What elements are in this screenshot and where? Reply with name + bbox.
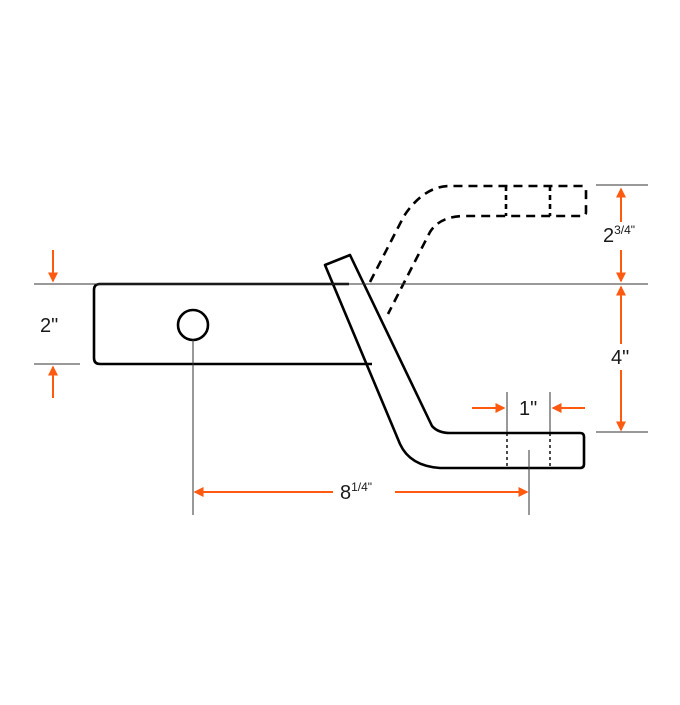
length-label-main: 8 (340, 482, 351, 504)
ball-mount-part (92, 253, 586, 470)
rise-label: 23/4" (603, 223, 635, 247)
length-label-fraction: 1/4" (351, 480, 372, 494)
rise-position-outline (368, 184, 588, 315)
pin-hole (176, 308, 210, 342)
shank-height-label: 2" (40, 315, 58, 337)
extension-lines (34, 184, 648, 515)
shank-outline (92, 282, 372, 366)
rise-label-fraction: 3/4" (614, 223, 635, 237)
dimension-arrows (48, 187, 626, 497)
hole-size-label: 1" (519, 398, 537, 420)
rise-label-main: 2 (603, 225, 614, 247)
length-label: 81/4" (340, 480, 372, 504)
drop-label: 4" (611, 347, 629, 369)
drop-bar-outline (323, 253, 586, 470)
